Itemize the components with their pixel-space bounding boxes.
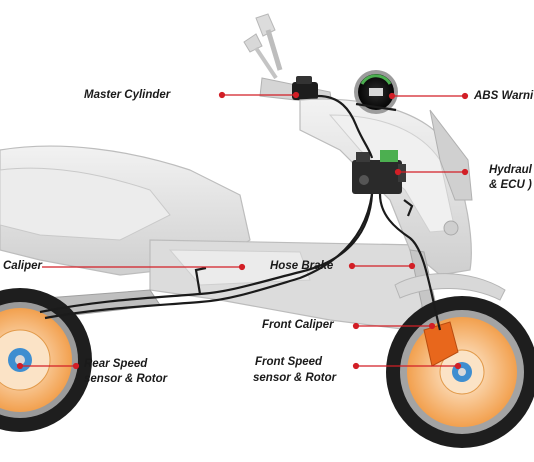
- rear-wheel: [0, 288, 92, 432]
- handlebar: [243, 13, 333, 105]
- label-abs-warning: ABS Warni: [474, 90, 534, 102]
- front-wheel: [386, 296, 534, 448]
- abs-warning-gauge-icon: [354, 70, 398, 114]
- label-ecu: & ECU ): [489, 179, 532, 191]
- label-caliper-rear: Caliper: [3, 260, 42, 272]
- label-front-caliper: Front Caliper: [262, 319, 334, 331]
- label-hose-brake: Hose Brake: [270, 260, 334, 272]
- label-master-cylinder: Master Cylinder: [84, 89, 171, 101]
- label-rear-speed-line2: sensor & Rotor: [84, 373, 168, 385]
- label-hydraulic: Hydraul: [489, 164, 532, 176]
- leader-lines: [16, 91, 469, 370]
- brake-lines: [39, 94, 442, 331]
- hydraulic-unit-icon: [352, 150, 406, 194]
- label-rear-speed-line1: Rear Speed: [84, 358, 148, 370]
- label-front-speed-line1: Front Speed: [255, 356, 323, 368]
- label-front-speed-line2: sensor & Rotor: [253, 372, 337, 384]
